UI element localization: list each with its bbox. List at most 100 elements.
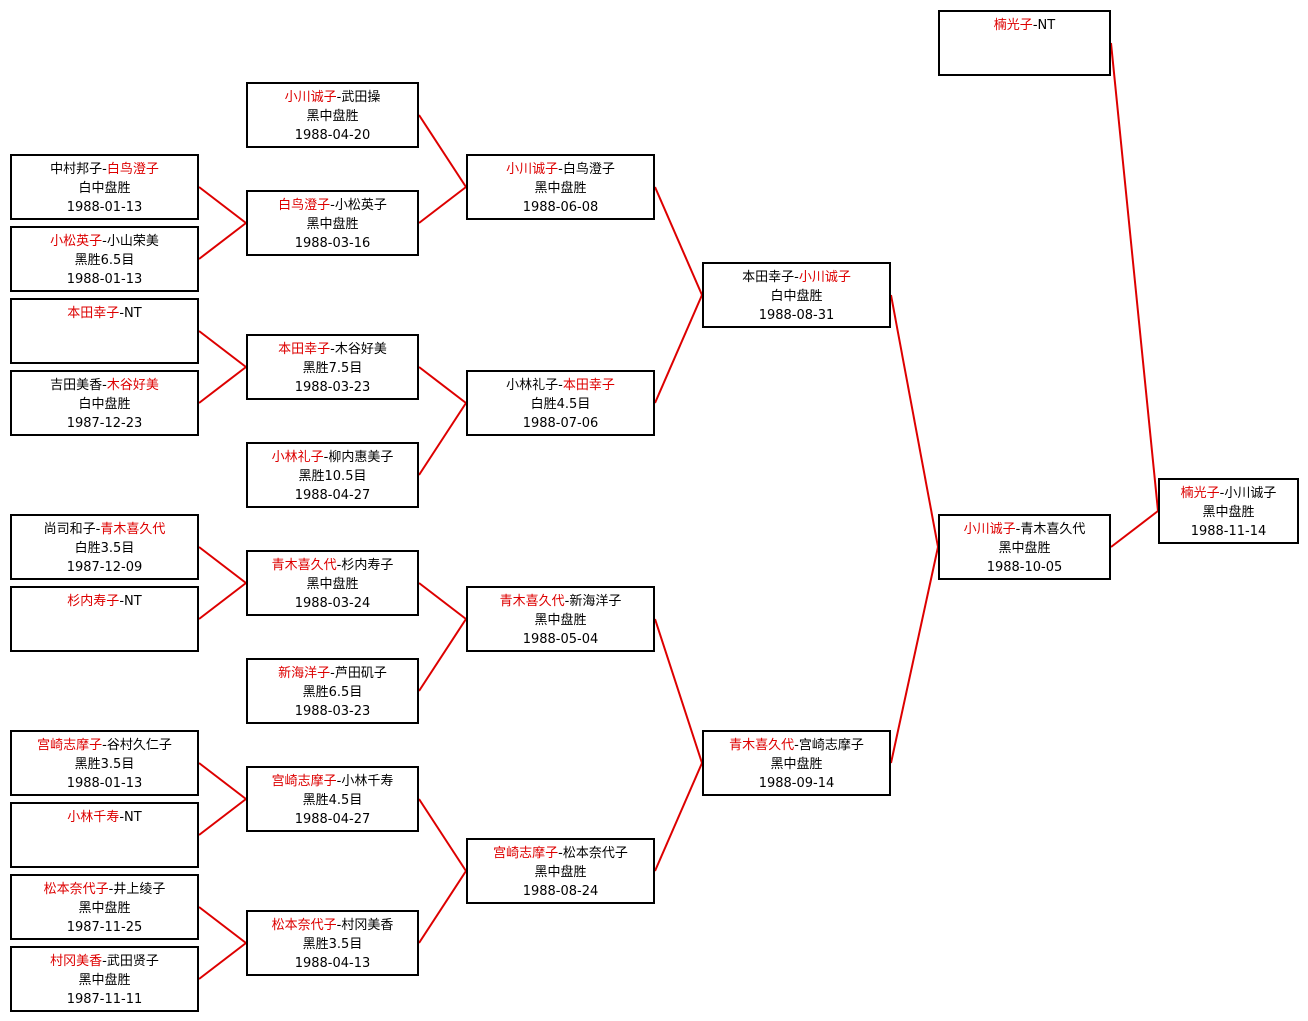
player-2: 武田操 (341, 90, 381, 105)
match-result: 黑中盘胜 (306, 577, 359, 592)
player-2: 武田贤子 (106, 954, 159, 969)
match-date: 1988-08-24 (522, 884, 599, 899)
player-1: 本田幸子 (67, 306, 120, 321)
player-2: 小川诚子 (798, 270, 851, 285)
player-1: 宫崎志摩子 (493, 846, 559, 861)
match-result: 黑胜4.5目 (302, 793, 363, 808)
match-date: 1988-01-13 (66, 272, 143, 287)
player-2: 宫崎志摩子 (798, 738, 864, 753)
match-result: 黑中盘胜 (78, 973, 131, 988)
match-result: 黑中盘胜 (998, 541, 1051, 556)
player-1: 小川诚子 (506, 162, 559, 177)
player-2: 小林千寿 (341, 774, 394, 789)
match-result: 白中盘胜 (78, 397, 131, 412)
player-1: 小川诚子 (284, 90, 337, 105)
match-date: 1988-07-06 (522, 416, 599, 431)
connector-line (198, 330, 247, 368)
connector-line (890, 546, 939, 764)
match-date: 1988-05-04 (522, 632, 599, 647)
connector-line (418, 402, 467, 476)
match-date: 1988-10-05 (986, 560, 1063, 575)
player-2: NT (1037, 18, 1056, 33)
connector-line (654, 294, 703, 404)
player-1: 小林礼子 (506, 378, 559, 393)
connector-line (418, 870, 467, 944)
connector-line (198, 582, 247, 620)
match-result: 黑中盘胜 (534, 613, 587, 628)
match-date: 1988-08-31 (758, 308, 835, 323)
match-result: 黑胜6.5目 (74, 253, 135, 268)
match-date: 1988-09-14 (758, 776, 835, 791)
match-box: 杉内寿子-NT (10, 586, 199, 652)
player-2: 小山荣美 (106, 234, 159, 249)
connector-line (890, 294, 939, 548)
player-2: 松本奈代子 (562, 846, 628, 861)
match-result: 黑中盘胜 (770, 757, 823, 772)
player-2: NT (124, 306, 142, 321)
player-2: 小川诚子 (1224, 486, 1277, 501)
match-result: 黑胜10.5目 (298, 469, 367, 484)
player-2: NT (124, 594, 142, 609)
match-box: 楠光子-NT (938, 10, 1111, 76)
connector-line (198, 222, 247, 260)
player-2: 小松英子 (334, 198, 387, 213)
match-date: 1988-04-27 (294, 488, 371, 503)
match-date: 1988-04-13 (294, 956, 371, 971)
match-date: 1988-03-16 (294, 236, 371, 251)
match-result: 黑胜7.5目 (302, 361, 363, 376)
player-1: 新海洋子 (278, 666, 331, 681)
match-result: 黑中盘胜 (1202, 505, 1255, 520)
player-2: 白鸟澄子 (562, 162, 615, 177)
player-1: 青木喜久代 (499, 594, 565, 609)
match-result: 黑胜6.5目 (302, 685, 363, 700)
connector-line (418, 618, 467, 692)
player-1: 小林千寿 (67, 810, 120, 825)
player-2: 木谷好美 (334, 342, 387, 357)
match-date: 1988-11-14 (1190, 524, 1267, 539)
match-date: 1988-03-23 (294, 380, 371, 395)
connector-line (1110, 42, 1159, 512)
connector-line (198, 942, 247, 980)
connector-line (198, 762, 247, 800)
match-date: 1987-11-25 (66, 920, 143, 935)
match-result: 白胜4.5目 (530, 397, 591, 412)
match-date: 1988-01-13 (66, 200, 143, 215)
connector-line (418, 582, 467, 620)
connector-line (654, 186, 703, 296)
match-box: 本田幸子-NT (10, 298, 199, 364)
player-2: 青木喜久代 (100, 522, 166, 537)
connector-line (418, 798, 467, 872)
player-2: 本田幸子 (562, 378, 615, 393)
match-date: 1988-06-08 (522, 200, 599, 215)
player-1: 本田幸子 (278, 342, 331, 357)
match-result: 黑中盘胜 (534, 865, 587, 880)
match-result: 黑胜3.5目 (74, 757, 135, 772)
player-1: 楠光子 (1180, 486, 1220, 501)
match-result: 黑中盘胜 (78, 901, 131, 916)
match-result: 白胜3.5目 (74, 541, 135, 556)
connector-line (198, 366, 247, 404)
connector-line (654, 618, 703, 764)
player-1: 白鸟澄子 (278, 198, 331, 213)
player-1: 本田幸子 (742, 270, 795, 285)
match-date: 1988-01-13 (66, 776, 143, 791)
player-1: 楠光子 (993, 18, 1033, 33)
player-2: 杉内寿子 (341, 558, 394, 573)
